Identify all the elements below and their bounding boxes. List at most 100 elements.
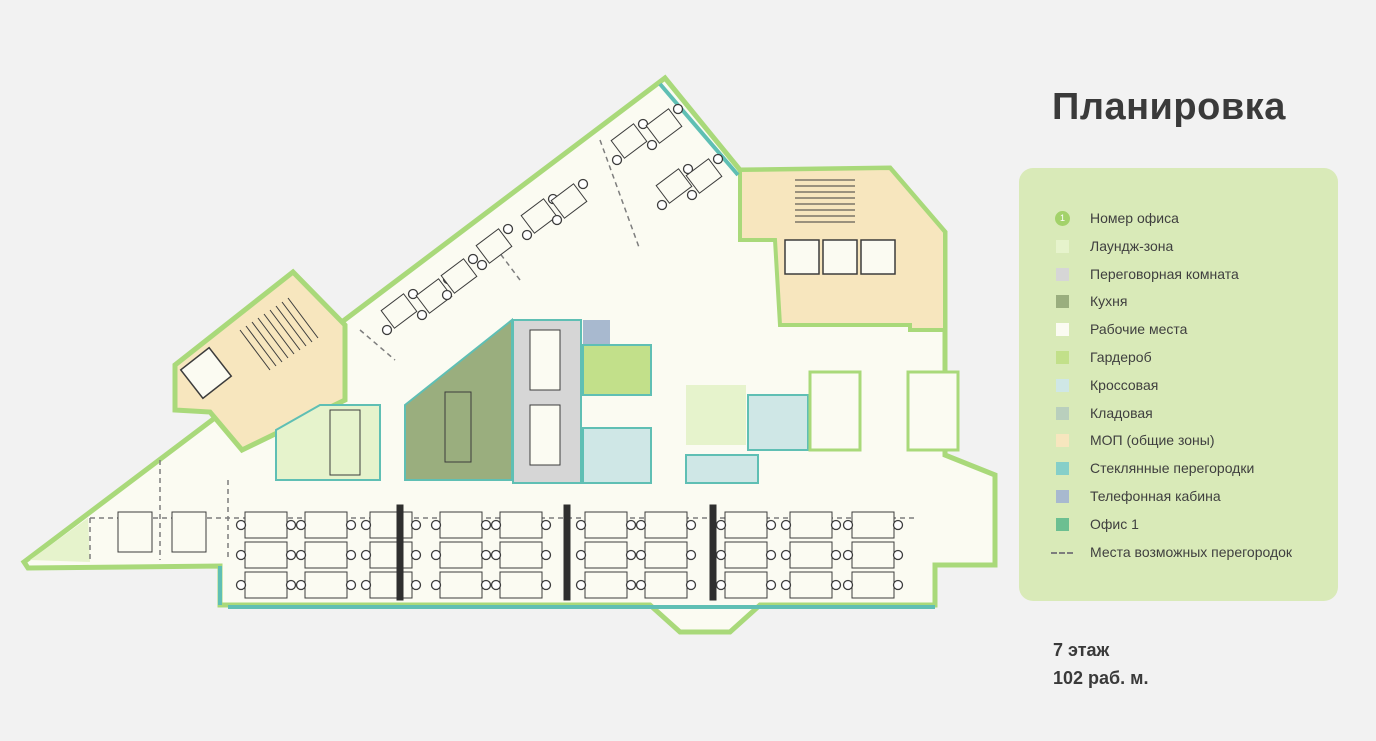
chair-icon	[685, 579, 697, 591]
legend-swatch	[1056, 239, 1069, 253]
lounge-table	[329, 409, 361, 476]
chair-icon	[682, 163, 694, 175]
legend-label: Стеклянные перегородки	[1090, 460, 1255, 477]
plant-divider	[396, 504, 404, 601]
chair-icon	[635, 519, 647, 531]
desk	[415, 278, 453, 314]
stair-step	[257, 317, 289, 359]
chair-icon	[685, 549, 697, 561]
legend-swatch	[1056, 267, 1069, 281]
desk	[644, 511, 688, 539]
legend-item: Лаундж-зона	[1019, 236, 1338, 256]
chair-icon	[410, 519, 422, 531]
legend-swatch	[1056, 517, 1069, 531]
chair-icon	[780, 519, 792, 531]
desk	[851, 511, 895, 539]
legend-swatch	[1056, 323, 1069, 337]
chair-icon	[577, 178, 589, 190]
stair-step	[275, 305, 307, 347]
chair-icon	[575, 549, 587, 561]
chair-icon	[467, 253, 479, 265]
desk	[304, 511, 348, 539]
chair-icon	[892, 519, 904, 531]
stair-step	[287, 297, 319, 339]
legend-item: Кладовая	[1019, 403, 1338, 423]
desk	[550, 183, 588, 219]
chair-icon	[715, 579, 727, 591]
desk	[584, 541, 628, 569]
plant-divider	[563, 504, 571, 601]
desk	[584, 511, 628, 539]
chair-icon	[656, 199, 668, 211]
legend-item: Стеклянные перегородки	[1019, 458, 1338, 478]
plant-divider	[709, 504, 717, 601]
desk	[369, 511, 413, 539]
chair-icon	[551, 214, 563, 226]
chair-icon	[285, 549, 297, 561]
legend-swatch	[1056, 378, 1069, 392]
chair-icon	[635, 549, 647, 561]
chair-icon	[765, 549, 777, 561]
chair-icon	[765, 519, 777, 531]
chair-icon	[295, 549, 307, 561]
desk	[584, 571, 628, 599]
chair-icon	[715, 519, 727, 531]
chair-icon	[345, 579, 357, 591]
legend-item: Офис 1	[1019, 514, 1338, 534]
chair-icon	[830, 579, 842, 591]
chair-icon	[540, 519, 552, 531]
desk	[304, 541, 348, 569]
desk	[645, 108, 683, 144]
chair-icon	[625, 519, 637, 531]
floor-info: 7 этаж 102 раб. м.	[1053, 636, 1148, 692]
legend-item: Кроссовая	[1019, 375, 1338, 395]
legend-item: Телефонная кабина	[1019, 486, 1338, 506]
desk	[724, 571, 768, 599]
chair-icon	[410, 579, 422, 591]
chair-icon	[490, 549, 502, 561]
legend-item: МОП (общие зоны)	[1019, 430, 1338, 450]
legend-item: Гардероб	[1019, 347, 1338, 367]
desk	[851, 541, 895, 569]
chair-icon	[521, 229, 533, 241]
desk	[685, 158, 723, 194]
legend-label: Гардероб	[1090, 349, 1152, 365]
desk	[789, 541, 833, 569]
chair-icon	[407, 288, 419, 300]
chair-icon	[765, 579, 777, 591]
legend-label: Лаундж-зона	[1090, 237, 1174, 254]
chair-icon	[430, 549, 442, 561]
chair-icon	[490, 519, 502, 531]
chair-icon	[295, 519, 307, 531]
chair-icon	[830, 549, 842, 561]
desk	[610, 123, 648, 159]
desk	[439, 541, 483, 569]
chair-icon	[430, 579, 442, 591]
chair-icon	[381, 324, 393, 336]
chair-icon	[780, 579, 792, 591]
desk	[439, 511, 483, 539]
desk	[475, 228, 513, 264]
legend-swatch	[1056, 462, 1069, 476]
dashed-line-swatch	[1051, 551, 1073, 554]
stair-step	[269, 309, 301, 351]
chair-icon	[646, 139, 658, 151]
legend-item: Места возможных перегородок	[1019, 542, 1338, 562]
chair-icon	[345, 549, 357, 561]
desk	[304, 571, 348, 599]
desk	[499, 571, 543, 599]
chair-icon	[842, 579, 854, 591]
desk	[644, 541, 688, 569]
chair-icon	[540, 549, 552, 561]
chair-icon	[842, 519, 854, 531]
chair-icon	[360, 519, 372, 531]
stair-step	[281, 301, 313, 343]
legend-swatch	[1056, 295, 1069, 309]
chair-icon	[625, 579, 637, 591]
chair-icon	[611, 154, 623, 166]
chair-icon	[476, 259, 488, 271]
legend-swatch	[1056, 406, 1069, 420]
desk	[789, 511, 833, 539]
workplace-count: 102 раб. м.	[1053, 668, 1149, 688]
